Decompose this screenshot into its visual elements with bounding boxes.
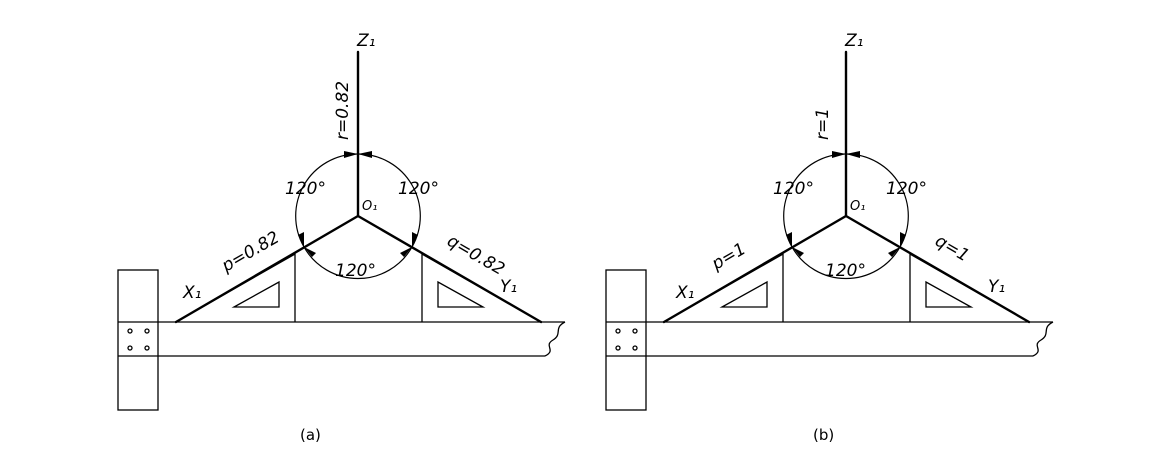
origin-label-a: O₁ [362, 199, 377, 214]
caption-a: (a) [300, 426, 321, 444]
angle-left-label-a: 120° [285, 179, 326, 199]
angle-bottom-label-b: 120° [825, 261, 866, 281]
q-label-b: q=1 [932, 231, 973, 266]
diagram-b: Z₁ X₁ Y₁ O₁ r=1 p=1 q=1 120° 120° 120° (… [604, 31, 1055, 444]
p-label-a: p=0.82 [218, 228, 283, 277]
z-axis-label-a: Z₁ [356, 31, 375, 51]
r-label-a: r=0.82 [333, 81, 353, 140]
z-axis-label-b: Z₁ [844, 31, 863, 51]
y-axis-label-a: Y₁ [500, 277, 517, 297]
p-label-b: p=1 [708, 239, 750, 275]
x-axis-label-b: X₁ [675, 283, 694, 303]
origin-label-b: O₁ [850, 199, 865, 214]
angle-left-label-b: 120° [773, 179, 814, 199]
diagram-a: Z₁ X₁ Y₁ O₁ r=0.82 p=0.82 q=0.82 120° 12… [116, 31, 567, 444]
caption-b: (b) [813, 426, 834, 444]
x-axis-label-a: X₁ [182, 283, 201, 303]
r-label-b: r=1 [813, 108, 833, 140]
drawing-set-b [604, 50, 1055, 412]
angle-right-label-b: 120° [886, 179, 927, 199]
y-axis-label-b: Y₁ [988, 277, 1005, 297]
angle-bottom-label-a: 120° [335, 261, 376, 281]
angle-right-label-a: 120° [398, 179, 439, 199]
